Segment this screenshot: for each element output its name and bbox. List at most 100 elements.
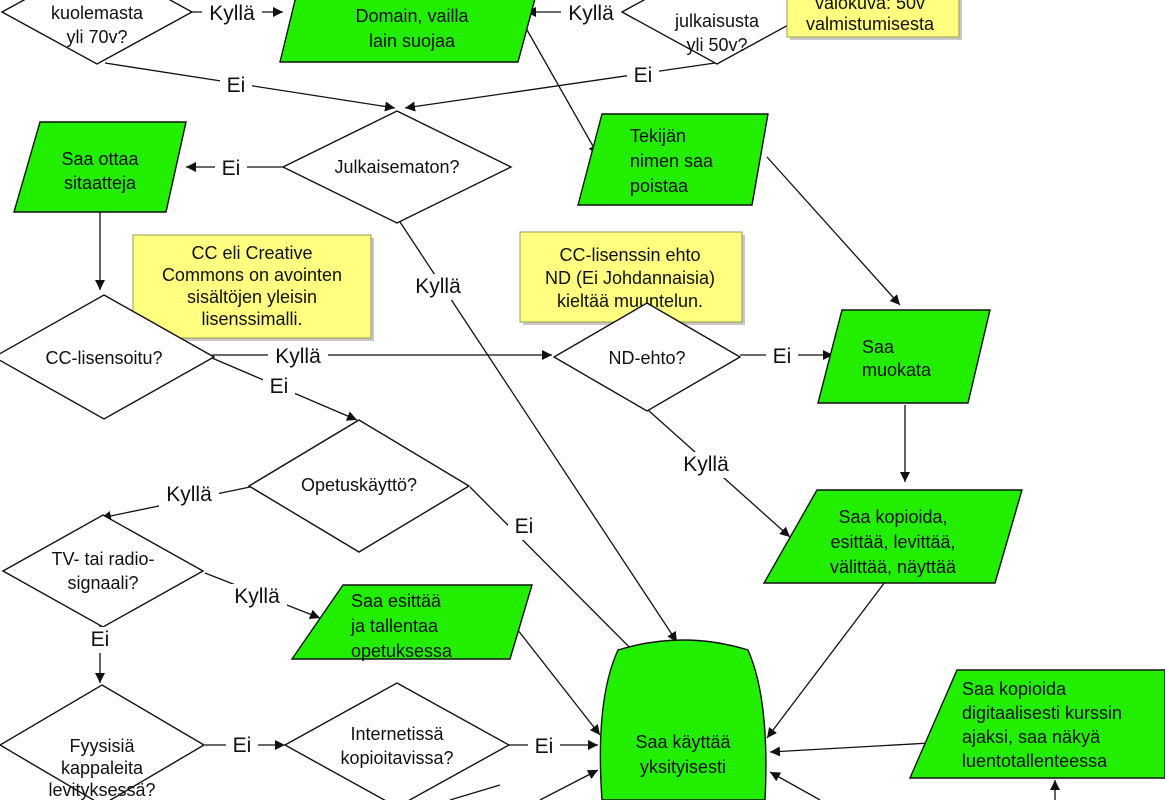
- decision-nd_ehto: ND-ehto?: [552, 302, 742, 412]
- edge-label-bg: [263, 374, 295, 400]
- parallelogram-shape: [817, 309, 991, 404]
- diamond-shape: [283, 682, 511, 805]
- node-kopioida: Saa kopioida,esittää, levittää,välittää,…: [762, 489, 1023, 584]
- diamond-shape: [1, 514, 205, 628]
- edge-label-bg: [268, 344, 328, 370]
- parallelogram-shape: [762, 489, 1023, 584]
- edge-label-kylla: Kyllä: [166, 483, 212, 506]
- decision-opetuskaytto: Opetuskäyttö?: [247, 419, 471, 553]
- edge-label-ei: Ei: [634, 64, 653, 87]
- arrow: [766, 156, 901, 306]
- edge-label-bg: [766, 344, 798, 370]
- decision-cc_lisensoitu-text: CC-lisensoitu?: [45, 348, 162, 368]
- edge-label-bg: [508, 514, 540, 540]
- edge-label-bg: [220, 73, 252, 99]
- edge-label-kylla: Kyllä: [209, 2, 255, 25]
- arrow: [517, 13, 599, 156]
- node-kopioida-text: Saa kopioida,esittää, levittää,välittää,…: [830, 507, 957, 577]
- diamond-shape: [281, 110, 513, 224]
- decision-julkaisematon: Julkaisematon?: [281, 110, 513, 224]
- decision-cc_lisensoitu: CC-lisensoitu?: [0, 294, 216, 420]
- edge-label-ei: Ei: [535, 735, 554, 758]
- arrow-stub: [449, 784, 501, 801]
- edge-label-ei: Ei: [91, 628, 110, 651]
- terminal-shape: [599, 639, 767, 801]
- parallelogram-shape: [577, 113, 769, 206]
- edge-label-ei: Ei: [233, 734, 252, 757]
- edge-label-kylla: Kyllä: [415, 275, 461, 298]
- edge-label-bg: [676, 452, 736, 478]
- edge-label-kylla: Kyllä: [683, 453, 729, 476]
- arrow: [469, 486, 661, 679]
- edge-label-bg: [226, 733, 258, 759]
- parallelogram-shape: [279, 0, 536, 63]
- diamond-shape: [620, 0, 814, 65]
- edge-label-bg: [561, 1, 621, 27]
- arrow: [769, 771, 821, 801]
- edge-label-ei: Ei: [270, 375, 289, 398]
- edge-label-bg: [627, 63, 659, 89]
- decision-nd_ehto-text: ND-ehto?: [608, 348, 685, 368]
- edge-label-bg: [227, 584, 287, 610]
- decision-tv_radio: TV- tai radio-signaali?: [1, 514, 205, 628]
- edge-label-ei: Ei: [515, 515, 534, 538]
- edge-label-bg: [408, 274, 468, 300]
- decision-tv_radio-text: TV- tai radio-signaali?: [51, 549, 154, 593]
- arrow: [509, 619, 601, 736]
- arrow: [404, 62, 716, 112]
- edge-label-kylla: Kyllä: [568, 2, 614, 25]
- arrow-stub: [539, 769, 599, 801]
- edge-label-kylla: Kyllä: [234, 585, 280, 608]
- sticky-note: [132, 234, 372, 339]
- edge-label-ei: Ei: [227, 74, 246, 97]
- diamond-shape: [0, 0, 194, 65]
- parallelogram-shape: [290, 584, 533, 660]
- diamond-shape: [0, 684, 206, 805]
- edge-label-ei: Ei: [773, 345, 792, 368]
- connectors: [95, 7, 1060, 801]
- diamond-shape: [552, 302, 742, 412]
- sticky-note: [519, 231, 743, 323]
- diamond-shape: [247, 419, 471, 553]
- diamond-shape: [0, 294, 216, 420]
- edge-label-bg: [215, 156, 247, 182]
- edge-label-kylla: Kyllä: [275, 345, 321, 368]
- decision-opetuskaytto-text: Opetuskäyttö?: [301, 475, 417, 495]
- edge-label-ei: Ei: [222, 157, 241, 180]
- arrow: [766, 581, 886, 739]
- arrow: [769, 741, 949, 757]
- edge-label-bg: [202, 1, 262, 27]
- edge-label-bg: [159, 482, 219, 508]
- edge-label-bg: [84, 627, 116, 653]
- decision-julkaisematon-text: Julkaisematon?: [334, 157, 459, 177]
- sticky-note: [786, 0, 960, 38]
